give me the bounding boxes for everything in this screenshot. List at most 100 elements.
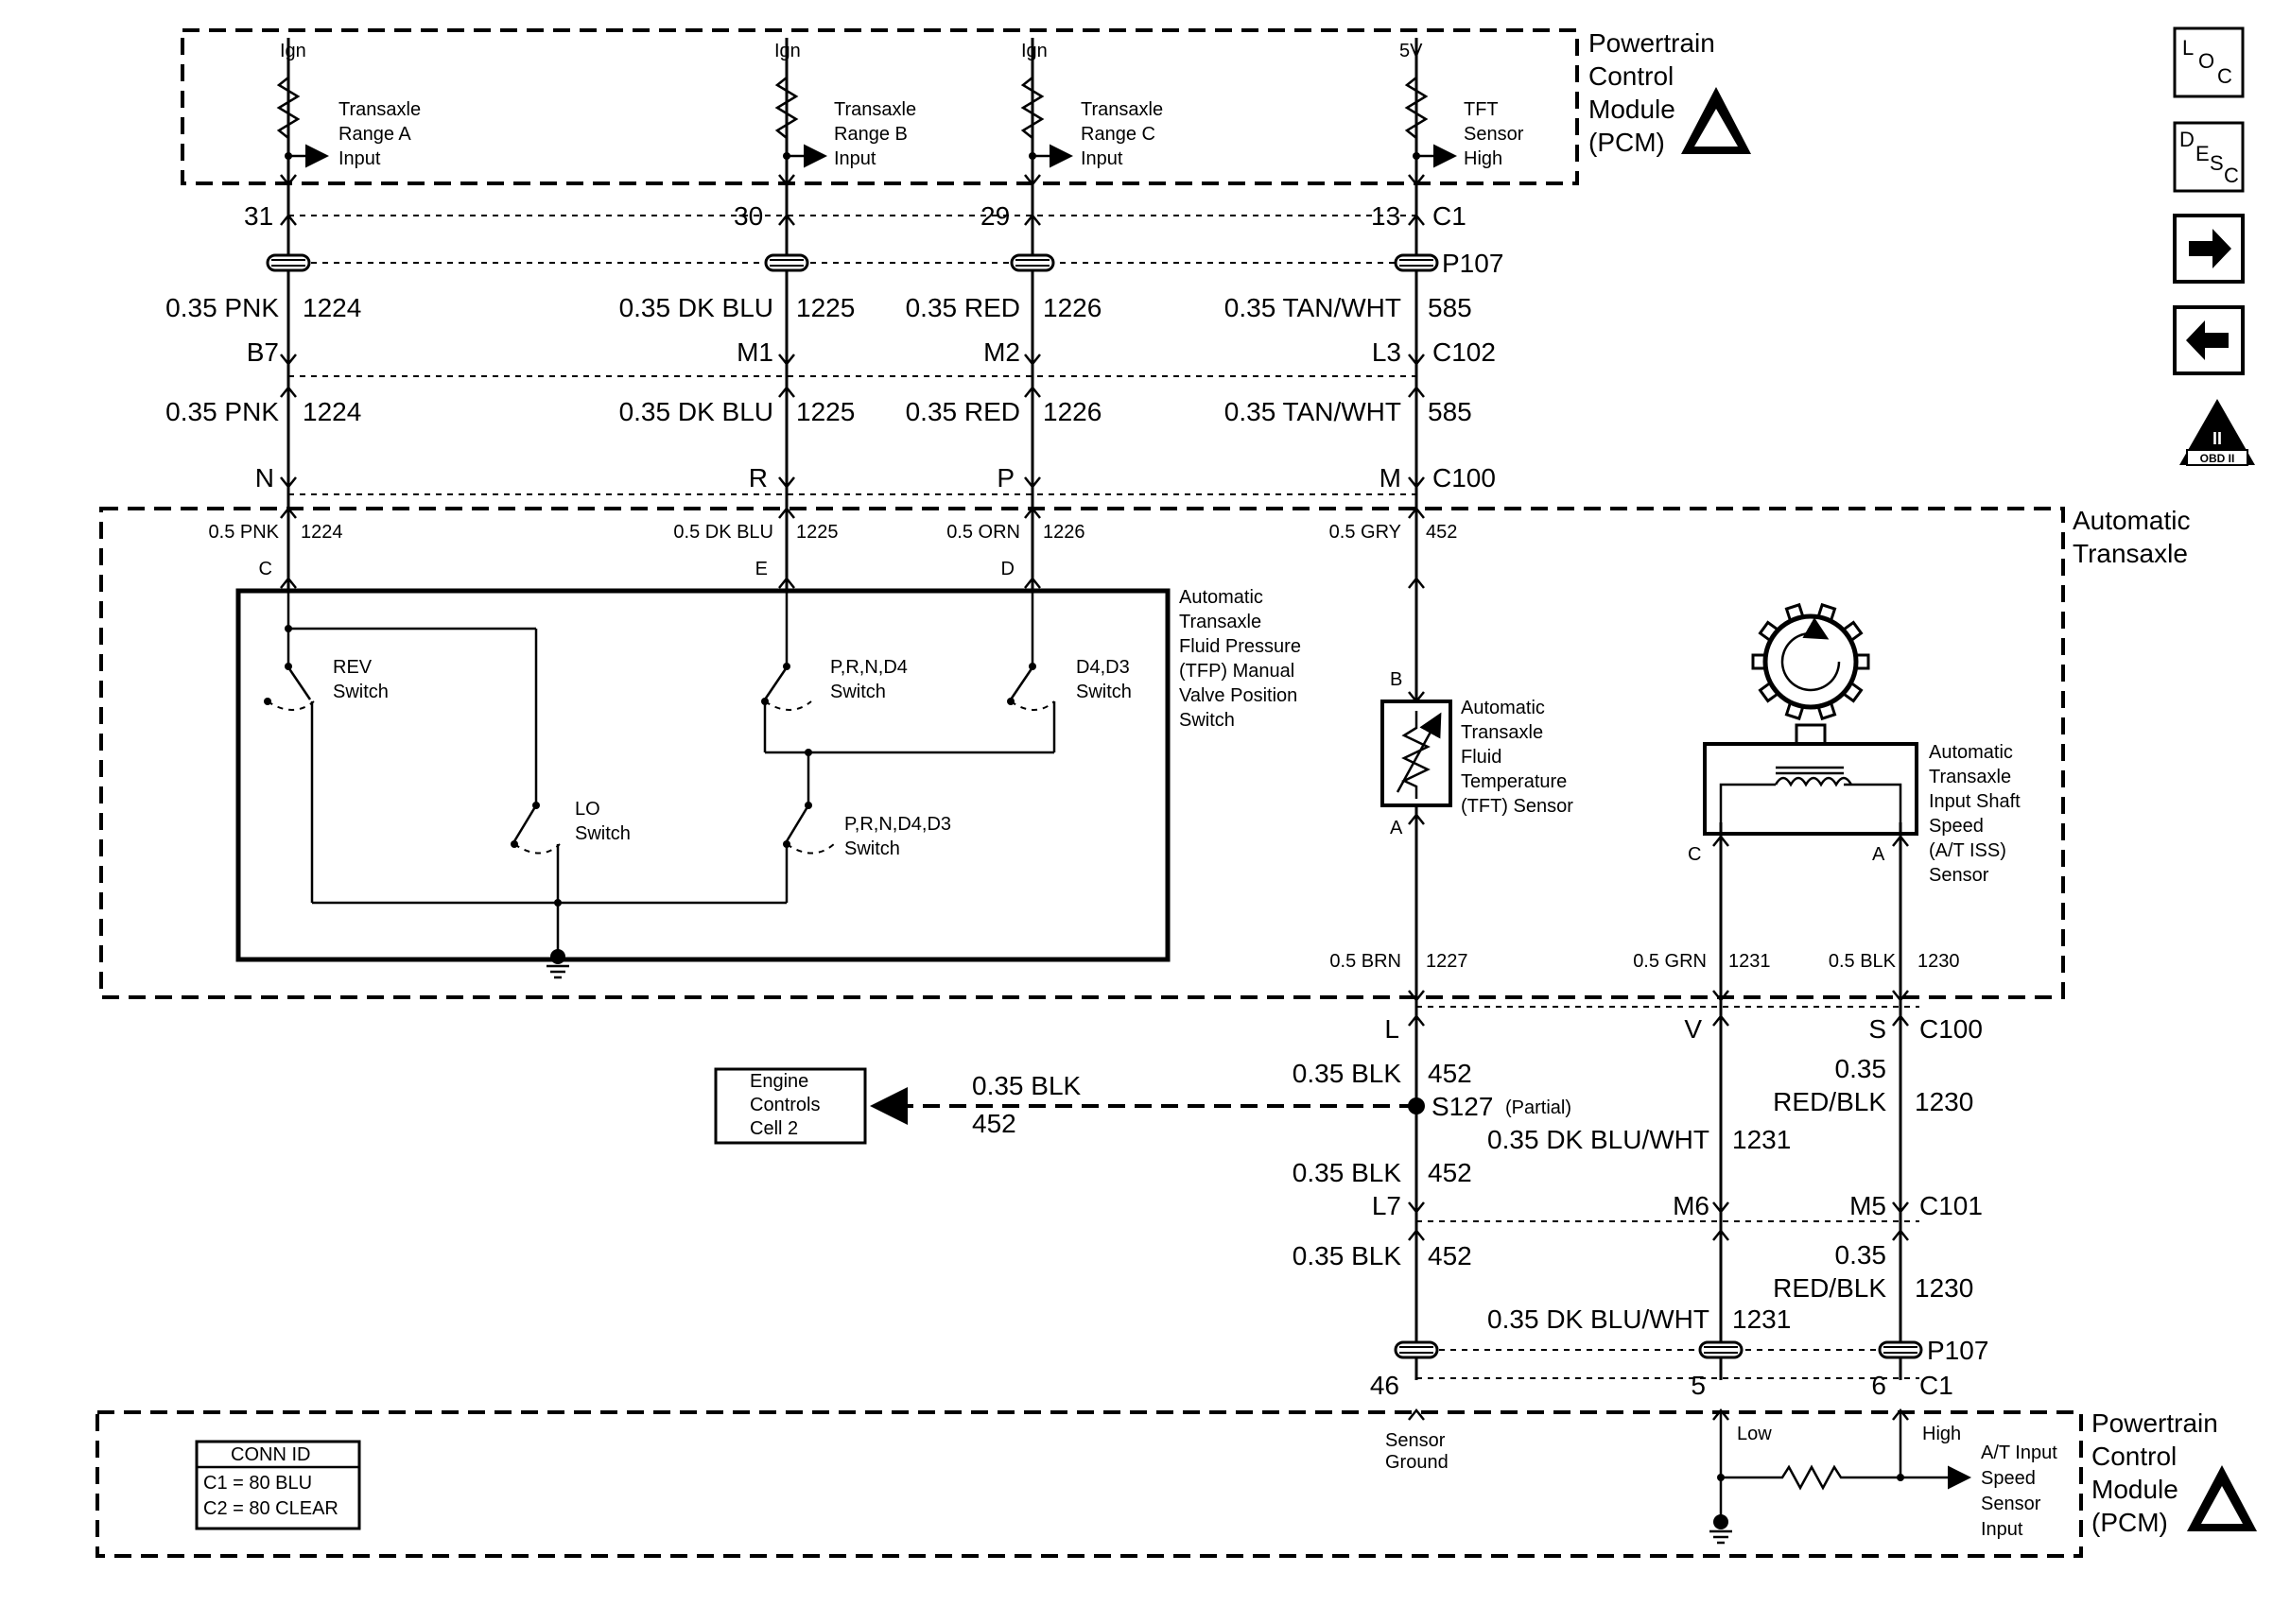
- svg-text:Sensor: Sensor: [1981, 1494, 2041, 1514]
- connector-terminal: [1024, 354, 1041, 367]
- svg-text:RED/BLK: RED/BLK: [1773, 1087, 1886, 1116]
- svg-text:1231: 1231: [1728, 951, 1771, 972]
- svg-text:0.35 RED: 0.35 RED: [906, 397, 1020, 426]
- svg-text:Transaxle: Transaxle: [834, 99, 916, 120]
- svg-text:0.5 GRN: 0.5 GRN: [1633, 951, 1707, 972]
- svg-text:Ground: Ground: [1385, 1452, 1449, 1473]
- svg-text:5V: 5V: [1399, 41, 1423, 61]
- svg-text:L: L: [2182, 36, 2194, 60]
- connector-terminal: [778, 576, 795, 589]
- svg-text:452: 452: [1428, 1059, 1472, 1088]
- gear-tooth: [1758, 680, 1781, 703]
- svg-text:Switch: Switch: [333, 682, 389, 702]
- connector-terminal: [1408, 354, 1425, 367]
- svg-text:1226: 1226: [1043, 293, 1102, 322]
- conn-id-table: CONN ID C1 = 80 BLU C2 = 80 CLEAR: [195, 1440, 361, 1530]
- svg-text:(A/T ISS): (A/T ISS): [1929, 840, 2006, 861]
- svg-text:585: 585: [1428, 293, 1472, 322]
- inline-connector-p107: [1010, 253, 1055, 272]
- svg-text:II: II: [2212, 429, 2222, 448]
- desc-icon[interactable]: D E S C: [2173, 121, 2245, 193]
- p107-top-label: P107: [1442, 249, 1503, 278]
- svg-text:S: S: [1868, 1014, 1886, 1044]
- svg-text:0.5 DK BLU: 0.5 DK BLU: [673, 522, 773, 543]
- connector-terminal: [778, 506, 795, 519]
- svg-text:RED/BLK: RED/BLK: [1773, 1273, 1886, 1303]
- connector-terminal: [1408, 213, 1425, 226]
- connector-terminal: [1024, 576, 1041, 589]
- switch-labels: REV Switch P,R,N,D4 Switch D4,D3 Switch …: [333, 657, 1132, 859]
- svg-text:Ign: Ign: [280, 41, 306, 61]
- svg-text:N: N: [255, 463, 274, 492]
- inline-connector-p107: [1394, 1340, 1439, 1359]
- svg-text:Input: Input: [1981, 1519, 2023, 1540]
- connector-terminal: [1024, 476, 1041, 490]
- svg-text:M2: M2: [983, 337, 1020, 367]
- svg-text:0.35: 0.35: [1835, 1054, 1887, 1083]
- svg-text:(TFT) Sensor: (TFT) Sensor: [1461, 796, 1573, 817]
- svg-text:C: C: [2217, 64, 2232, 88]
- svg-text:0.5 PNK: 0.5 PNK: [209, 522, 280, 543]
- svg-text:0.5 BRN: 0.5 BRN: [1329, 951, 1401, 972]
- connector-terminal: [280, 213, 297, 226]
- pullup-resistor-icon: [1404, 77, 1429, 139]
- svg-text:Switch: Switch: [1076, 682, 1132, 702]
- svg-text:OBD II: OBD II: [2200, 452, 2235, 465]
- connector-terminal: [1408, 506, 1425, 519]
- svg-text:M1: M1: [737, 337, 773, 367]
- sensor-terminal: [1712, 834, 1729, 847]
- svg-text:High: High: [1464, 148, 1502, 169]
- previous-page-arrow-icon[interactable]: [2173, 305, 2245, 375]
- svg-text:1224: 1224: [303, 293, 361, 322]
- svg-text:Range C: Range C: [1081, 124, 1155, 145]
- pcm-top-title: Powertrain Control Module (PCM): [1588, 28, 1715, 157]
- svg-text:Transaxle: Transaxle: [338, 99, 421, 120]
- inline-connector-p107: [1394, 253, 1439, 272]
- pcm-bottom-title: Powertrain Control Module (PCM): [2091, 1408, 2218, 1537]
- connector-terminal: [1024, 213, 1041, 226]
- gear-tooth: [1840, 620, 1864, 644]
- svg-text:0.35 DK BLU/WHT: 0.35 DK BLU/WHT: [1487, 1304, 1709, 1334]
- svg-text:E: E: [2195, 142, 2210, 165]
- svg-text:0.35 DK BLU/WHT: 0.35 DK BLU/WHT: [1487, 1125, 1709, 1154]
- svg-text:Switch: Switch: [1179, 710, 1235, 731]
- gear-tooth: [1815, 602, 1837, 624]
- pcm-circuit-tft-high: 5V TFT Sensor High 13: [1371, 41, 1524, 231]
- svg-text:13: 13: [1371, 201, 1400, 231]
- svg-text:P,R,N,D4,D3: P,R,N,D4,D3: [844, 814, 951, 835]
- svg-text:1226: 1226: [1043, 522, 1085, 543]
- svg-text:A/T Input: A/T Input: [1981, 1443, 2057, 1463]
- tfp-switch-box: [235, 588, 1171, 962]
- svg-text:0.35 BLK: 0.35 BLK: [1293, 1059, 1402, 1088]
- svg-text:Valve Position: Valve Position: [1179, 685, 1297, 706]
- svg-text:1227: 1227: [1426, 951, 1468, 972]
- svg-text:A: A: [1872, 844, 1885, 865]
- switch-wiring: [264, 591, 1056, 950]
- svg-text:1224: 1224: [301, 522, 343, 543]
- loc-icon[interactable]: L O C: [2173, 26, 2245, 98]
- svg-text:Switch: Switch: [830, 682, 886, 702]
- coil-icon: [1774, 776, 1853, 787]
- svg-text:0.5 GRY: 0.5 GRY: [1329, 522, 1401, 543]
- next-page-arrow-icon[interactable]: [2173, 214, 2245, 284]
- svg-text:1225: 1225: [796, 293, 855, 322]
- svg-text:Fluid: Fluid: [1461, 747, 1501, 768]
- connector-terminal: [1712, 990, 1729, 1003]
- svg-text:Powertrain: Powertrain: [1588, 28, 1715, 58]
- connector-terminal: [1024, 385, 1041, 398]
- svg-text:452: 452: [1426, 522, 1457, 543]
- gear-tooth: [1784, 700, 1806, 721]
- svg-text:Range B: Range B: [834, 124, 908, 145]
- svg-text:0.35 DK BLU: 0.35 DK BLU: [619, 293, 773, 322]
- gear-tooth: [1840, 680, 1864, 703]
- inline-connector-p107: [1878, 1340, 1923, 1359]
- tfp-switch-label: Automatic Transaxle Fluid Pressure (TFP)…: [1179, 587, 1301, 731]
- svg-text:Engine: Engine: [750, 1071, 808, 1092]
- transaxle-title: Automatic Transaxle: [2073, 506, 2191, 568]
- engine-controls-box[interactable]: [714, 1067, 867, 1145]
- svg-text:C: C: [259, 559, 272, 579]
- obd-ii-icon[interactable]: II OBD II: [2179, 399, 2255, 466]
- svg-text:(PCM): (PCM): [2091, 1508, 2168, 1537]
- connector-terminal: [778, 476, 795, 490]
- connector-terminal: [778, 385, 795, 398]
